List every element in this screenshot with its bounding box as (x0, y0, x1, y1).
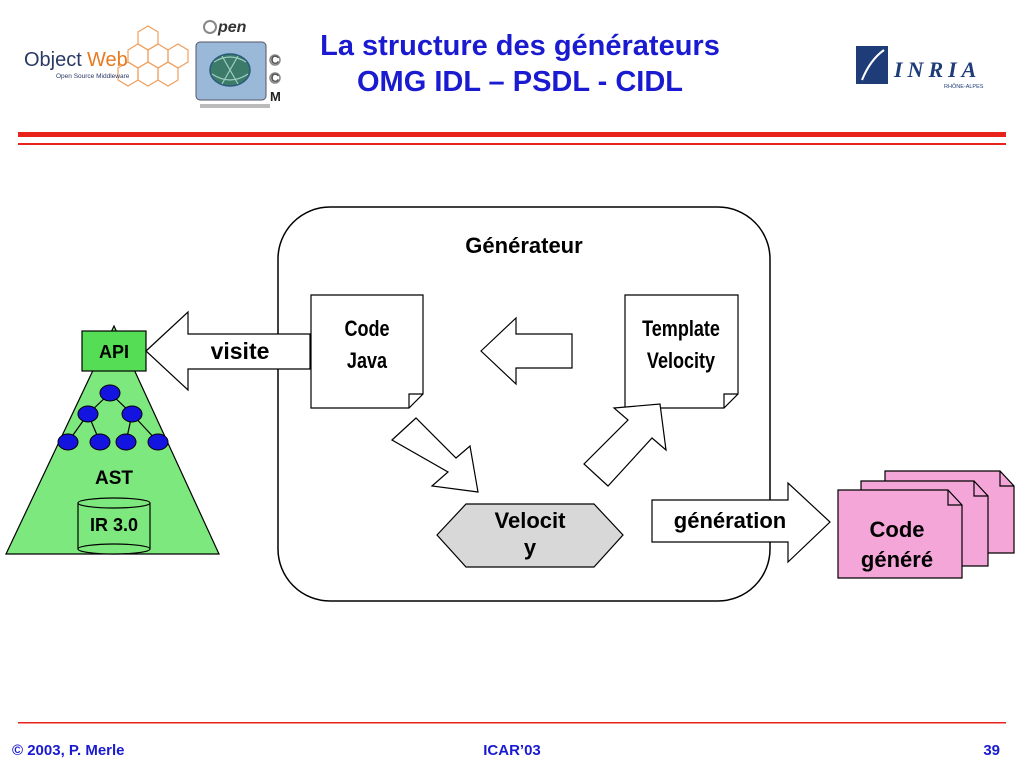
header-rule-thick (18, 132, 1006, 137)
objectweb-logo: Object Web Open Source Middleware (24, 25, 189, 87)
visite-label: visite (210, 338, 270, 364)
template-to-code-arrow (480, 316, 573, 386)
ast-node (99, 384, 121, 402)
inria-text: INRIA (893, 57, 981, 82)
visite-arrow (145, 310, 311, 392)
velocity-label: Velocit y (470, 507, 590, 561)
code-genere-line1: Code (869, 517, 925, 542)
ast-node (121, 405, 143, 423)
openccm-text: pen (217, 19, 247, 36)
openccm-logo: pen M (195, 19, 281, 108)
openccm-c1: C (270, 53, 280, 67)
ast-node (115, 433, 137, 451)
code-genere-line2: généré (860, 547, 934, 572)
ast-tree-nodes (57, 384, 169, 451)
generation-arrow (651, 481, 831, 564)
openccm-c2: C (270, 71, 280, 85)
generation-label: génération (673, 508, 787, 533)
api-box (81, 330, 147, 372)
template-velocity-label: Template Velocity (629, 313, 732, 377)
objectweb-text: Object (24, 49, 82, 71)
code-genere-stack (837, 470, 1015, 579)
ast-label: AST (95, 468, 133, 489)
code-to-velocity-arrow (390, 417, 479, 493)
objectweb-tagline: Open Source Middleware (56, 73, 130, 80)
objectweb-accent: Web (87, 49, 128, 71)
inria-logo: INRIA RHÔNE-ALPES (856, 46, 984, 90)
code-java-doc (310, 294, 424, 409)
code-genere-label: Code généré (838, 515, 956, 575)
footer-copyright: © 2003, P. Merle (12, 742, 125, 759)
header-rule-thin (18, 143, 1006, 145)
ast-node (57, 433, 79, 451)
velocity-line1: Velocit (494, 508, 566, 533)
openccm-m: M (270, 89, 281, 104)
ast-node (89, 433, 111, 451)
code-java-label: Code Java (321, 313, 413, 377)
template-velocity-doc (624, 294, 739, 409)
ir-label: IR 3.0 (89, 515, 139, 535)
inria-sub: RHÔNE-ALPES (944, 83, 984, 90)
velocity-hexagon (436, 503, 624, 568)
velocity-line2: y (523, 535, 537, 560)
generator-label: Générateur (465, 233, 583, 258)
template-velocity-line1: Template (642, 316, 720, 341)
ir-cylinder (77, 497, 151, 555)
footer-rule (18, 722, 1006, 724)
slide-title-line2: OMG IDL – PSDL - CIDL (356, 66, 683, 98)
slide-title-line1: La structure des générateurs (320, 30, 720, 62)
code-java-line1: Code (344, 316, 390, 341)
template-velocity-line2: Velocity (646, 348, 716, 373)
code-java-line2: Java (346, 348, 388, 373)
footer-conference: ICAR’03 (483, 742, 541, 759)
ast-node (77, 405, 99, 423)
velocity-to-template-arrow (583, 403, 667, 487)
slide-title: La structure des générateurs OMG IDL – P… (250, 28, 790, 100)
footer-page-number: 39 (983, 742, 1000, 759)
api-label: API (98, 342, 129, 362)
ast-node (147, 433, 169, 451)
